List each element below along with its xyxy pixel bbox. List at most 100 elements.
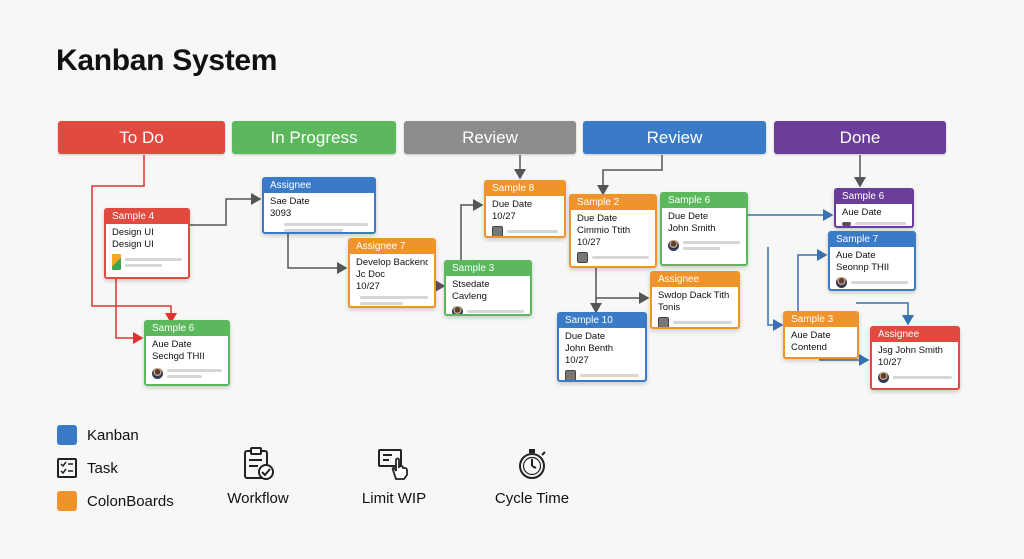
card-line: Seсhgd THII [152,351,205,362]
person-icon [836,277,847,288]
card-sample-8[interactable]: Sample 8 Due Date 10/27 [484,180,566,238]
card-line: Jsg John Smith [878,345,943,356]
column-label: Review [462,127,518,147]
card-line: Seonnp THII [836,262,890,273]
card-header: Sample 4 [106,210,188,224]
column-label: To Do [119,127,164,147]
card-line: John Benth [565,343,614,354]
feature-label: Workflow [227,490,289,507]
card-sample-6-done[interactable]: Sample 6 Aue Date [834,188,914,228]
column-header-review-blue[interactable]: Review [583,121,766,154]
legend-label: Task [87,459,118,477]
connector-sample3-sample7 [797,249,828,311]
card-line: Design UI [112,239,154,250]
card-sample-2[interactable]: Sample 2 Due Date Cimmio Ttith 10/27 [569,194,657,268]
card-line: Aue Date [842,207,882,218]
card-line: Jc Doc [356,269,386,280]
card-line: Aue Date [836,250,876,261]
column-header-review-gray[interactable]: Review [404,121,576,154]
column-label: Review [646,127,703,147]
card-assignee-red[interactable]: Assignee Jsg John Smith 10/27 [870,326,960,390]
connector-sample3-assignee [856,302,914,326]
card-line: Stsedate [452,279,490,290]
card-line: Due Date [565,331,606,342]
person-icon [152,368,163,379]
connector-sample6-sample3 [767,247,784,331]
card-line: 3093 [270,208,292,219]
card-header: Sample 3 [785,313,857,327]
card-line: Cimmio Ttith [577,225,631,236]
feature-label: Cycle Time [494,490,570,507]
hand-pointer-icon [378,449,408,480]
feature-limit-wip: Limit WIP [356,446,432,507]
card-line: Develop Backend [356,257,428,268]
card-line: Due Dete [668,211,709,222]
feature-workflow: Workflow [222,446,294,507]
image-icon [112,254,121,270]
clipboard-check-icon [244,447,274,480]
card-line: Aue Date [791,330,831,341]
square-icon [57,491,77,511]
legend-colonboards: ColonBoards [57,491,174,511]
connector-sample4-assignee [190,193,262,226]
doc-icon [492,226,503,236]
card-header: Sample 3 [446,262,530,276]
card-sample-3-green[interactable]: Sample 3 Stsedate Cavleng [444,260,532,316]
card-sample-6-todo[interactable]: Sample 6 Aue Date Seсhgd THII [144,320,230,386]
card-line: Aue Date [152,339,192,350]
card-line: Cavleng [452,291,487,302]
card-sample-4[interactable]: Sample 4 Design UI Design UI [104,208,190,279]
card-assignee-orange[interactable]: Assignee Swdop Dack Tith Tonis [650,271,740,329]
card-line: Due Date [492,199,533,210]
connector-review-sample2 [597,155,663,196]
connector-sample4-sample6 [115,275,144,344]
card-sample-6-review[interactable]: Sample 6 Due Dete John Smith [660,192,748,266]
card-header: Sample 6 [662,194,746,208]
card-sample-10[interactable]: Sample 10 Due Date John Benth 10/27 [557,312,647,382]
connector-todo-sample4 [91,155,177,324]
card-line: Tonis [658,302,681,313]
checklist-icon [57,458,77,478]
card-line: Sae Date [270,196,310,207]
card-header: Assignee [264,179,374,193]
stopwatch-icon [519,449,546,479]
card-assignee-7[interactable]: Assignee 7 Develop Backend Jc Doc 10/27 [348,238,436,308]
column-header-done[interactable]: Done [774,121,946,154]
column-header-in-progress[interactable]: In Progress [232,121,396,154]
card-line: Due Date [577,213,618,224]
card-line: John Smith [668,223,716,234]
card-sample-7[interactable]: Sample 7 Aue Date Seonnp THII [828,231,916,291]
column-header-todo[interactable]: To Do [58,121,225,154]
card-line: Contend [791,342,827,353]
card-line: 10/27 [577,237,601,248]
legend-label: Kanban [87,426,139,444]
card-line: 10/27 [492,211,516,222]
doc-icon [565,370,576,380]
card-line: 10/27 [565,355,589,366]
doc-icon [577,252,588,263]
doc-icon [658,317,669,327]
legend-kanban: Kanban [57,425,139,445]
card-header: Sample 8 [486,182,564,196]
square-icon [57,425,77,445]
card-header: Sample 7 [830,233,914,247]
column-label: Done [839,127,881,147]
card-header: Sample 10 [559,314,645,328]
card-header: Sample 2 [571,196,655,210]
legend-task: Task [57,458,118,478]
card-line: Swdop Dack Tith [658,290,730,301]
card-line: 10/27 [878,357,902,368]
feature-cycle-time: Cycle Time [490,446,574,507]
card-header: Assignee 7 [350,240,434,254]
card-header: Assignee [652,273,738,287]
person-icon [878,372,889,383]
card-header: Assignee [872,328,958,342]
feature-label: Limit WIP [361,490,427,507]
card-assignee-blue[interactable]: Assignee Sae Date 3093 [262,177,376,234]
connector-sample3-sample8 [460,199,484,260]
legend-label: ColonBoards [87,492,174,510]
column-label: In Progress [270,127,358,147]
card-sample-3-orange[interactable]: Sample 3 Aue Date Contend [783,311,859,359]
card-line: 10/27 [356,281,380,292]
